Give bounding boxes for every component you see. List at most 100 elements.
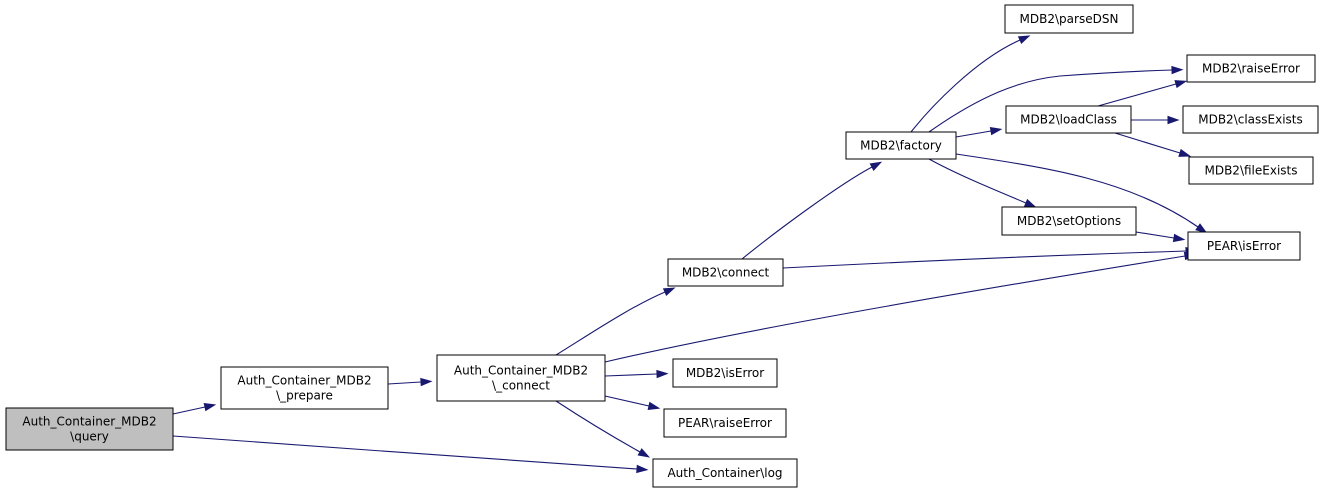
edge-line <box>782 250 1187 269</box>
arrowhead-icon <box>1171 65 1184 75</box>
node-box <box>667 258 784 287</box>
node-label: MDB2\loadClass <box>1020 113 1117 127</box>
edge-line <box>604 255 1186 363</box>
node-label: MDB2\fileExists <box>1204 164 1297 178</box>
node-label: Auth_Container_MDB2 <box>237 374 371 388</box>
arrowhead-icon <box>1023 198 1037 208</box>
node-label: \_prepare <box>276 389 333 403</box>
edge-mdb2-loadclass-to-mdb2-raiseerror <box>1097 80 1188 107</box>
node-box <box>1188 156 1314 185</box>
node-box <box>1182 105 1319 134</box>
node-box <box>845 131 957 160</box>
edge-connect-priv-to-mdb2-connect <box>555 287 676 356</box>
node-label: PEAR\raiseError <box>678 416 772 430</box>
call-graph-nodes: Auth_Container_MDB2\queryAuth_Container_… <box>5 4 1319 488</box>
node-box <box>1004 4 1134 34</box>
edge-mdb2-connect-to-mdb2-factory <box>741 161 883 260</box>
edge-mdb2-factory-to-mdb2-loadclass <box>955 126 1003 138</box>
node-label: \_connect <box>492 379 550 393</box>
node-mdb2-loadclass[interactable]: MDB2\loadClass <box>1005 105 1132 134</box>
node-label: MDB2\raiseError <box>1202 62 1300 76</box>
edge-line <box>928 158 1027 204</box>
node-box <box>652 458 798 488</box>
node-connect-priv[interactable]: Auth_Container_MDB2\_connect <box>436 354 606 402</box>
node-mdb2-fileexists[interactable]: MDB2\fileExists <box>1188 156 1314 185</box>
node-label: MDB2\classExists <box>1198 113 1303 127</box>
edge-line <box>172 406 206 415</box>
arrowhead-icon <box>662 287 676 297</box>
node-label: MDB2\isError <box>686 366 764 380</box>
node-pear-raiseerror[interactable]: PEAR\raiseError <box>663 408 787 438</box>
edge-connect-priv-to-auth-log <box>555 400 651 458</box>
edge-line <box>741 166 873 260</box>
edge-connect-priv-to-pear-raiseerror <box>604 395 661 410</box>
node-label: Auth_Container_MDB2 <box>22 415 156 429</box>
node-mdb2-parsedsn[interactable]: MDB2\parseDSN <box>1004 4 1134 34</box>
node-box <box>436 354 606 402</box>
node-mdb2-factory[interactable]: MDB2\factory <box>845 131 957 160</box>
call-graph-edges <box>172 35 1208 474</box>
node-label: MDB2\connect <box>682 266 770 280</box>
node-auth-log[interactable]: Auth_Container\log <box>652 458 798 488</box>
edge-line <box>1097 83 1177 107</box>
edge-mdb2-connect-to-pear-iserror <box>782 246 1198 269</box>
edge-line <box>1114 132 1181 154</box>
edge-mdb2-loadclass-to-mdb2-fileexists <box>1114 132 1192 157</box>
arrowhead-icon <box>203 402 217 412</box>
arrowhead-icon <box>1195 223 1208 234</box>
edge-mdb2-loadclass-to-mdb2-classexists <box>1131 115 1180 125</box>
edge-line <box>604 373 658 377</box>
edge-connect-priv-to-mdb2-iserror <box>604 369 669 379</box>
edge-line <box>604 395 650 407</box>
node-mdb2-iserror[interactable]: MDB2\isError <box>672 358 778 388</box>
node-label: Auth_Container\log <box>667 466 782 480</box>
edge-line <box>387 381 422 385</box>
edge-line <box>172 435 638 470</box>
node-box <box>5 407 174 451</box>
edge-line <box>955 130 992 138</box>
edge-prepare-to-connect-priv <box>387 377 433 387</box>
arrowhead-icon <box>869 161 883 171</box>
arrowhead-icon <box>636 464 649 474</box>
edge-query-to-prepare <box>172 402 217 415</box>
edge-line <box>1135 231 1175 239</box>
node-box <box>672 358 778 388</box>
node-label: \query <box>70 430 109 444</box>
node-box <box>1186 54 1316 83</box>
edge-mdb2-factory-to-mdb2-parsedsn <box>910 35 1031 133</box>
edge-mdb2-factory-to-mdb2-raiseerror <box>928 65 1184 133</box>
arrowhead-icon <box>1167 115 1180 125</box>
edge-mdb2-setoptions-to-pear-iserror <box>1135 231 1186 243</box>
edge-line <box>555 291 666 356</box>
arrowhead-icon <box>637 448 651 458</box>
arrowhead-icon <box>1178 148 1192 157</box>
node-label: Auth_Container_MDB2 <box>454 364 588 378</box>
node-label: MDB2\factory <box>860 139 942 153</box>
edge-mdb2-factory-to-mdb2-setoptions <box>928 158 1037 208</box>
node-box <box>1005 105 1132 134</box>
arrowhead-icon <box>989 126 1003 136</box>
node-label: PEAR\isError <box>1207 239 1281 253</box>
edge-line <box>555 400 641 453</box>
node-mdb2-raiseerror[interactable]: MDB2\raiseError <box>1186 54 1316 83</box>
node-box <box>663 408 787 438</box>
edge-mdb2-factory-to-pear-iserror <box>955 153 1208 234</box>
edge-line <box>955 153 1199 228</box>
arrowhead-icon <box>1172 233 1186 243</box>
node-prepare[interactable]: Auth_Container_MDB2\_prepare <box>220 366 389 410</box>
arrowhead-icon <box>647 401 661 410</box>
edge-line <box>928 69 1173 133</box>
node-mdb2-connect[interactable]: MDB2\connect <box>667 258 784 287</box>
node-label: MDB2\parseDSN <box>1020 12 1119 26</box>
node-box <box>1187 231 1301 261</box>
node-box <box>220 366 389 410</box>
node-label: MDB2\setOptions <box>1017 214 1121 228</box>
node-box <box>1001 206 1137 236</box>
edge-line <box>910 39 1021 133</box>
node-mdb2-classexists[interactable]: MDB2\classExists <box>1182 105 1319 134</box>
arrowhead-icon <box>420 377 433 387</box>
arrowhead-icon <box>656 369 669 379</box>
node-mdb2-setoptions[interactable]: MDB2\setOptions <box>1001 206 1137 236</box>
node-pear-iserror[interactable]: PEAR\isError <box>1187 231 1301 261</box>
